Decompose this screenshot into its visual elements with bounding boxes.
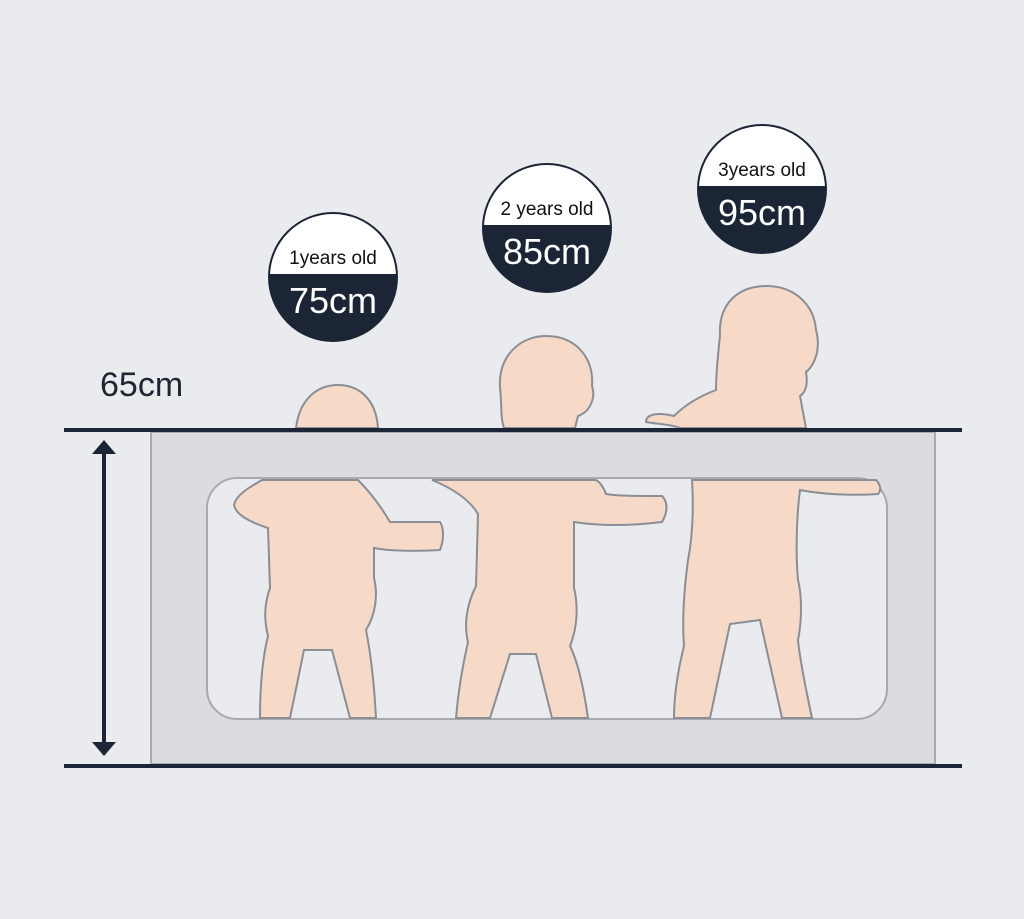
- rail-height-label: 65cm: [100, 366, 184, 404]
- child-3-head: [644, 284, 819, 429]
- child-2-figure: [431, 334, 668, 719]
- age-badge-1-age: 1years old: [270, 214, 396, 275]
- age-badge-3-height: 95cm: [717, 192, 807, 234]
- age-badge-1: 1years old 75cm: [268, 212, 398, 342]
- age-badge-2-height: 85cm: [502, 231, 592, 273]
- arrow-up-icon: [92, 440, 116, 454]
- age-badge-2: 2 years old 85cm: [482, 163, 612, 293]
- arrow-down-icon: [92, 742, 116, 756]
- height-arrow: [92, 440, 116, 756]
- child-2-head: [498, 334, 595, 429]
- child-3-figure: [644, 284, 882, 719]
- child-2-body: [431, 479, 668, 719]
- age-badge-2-age: 2 years old: [484, 165, 610, 226]
- child-1-body: [232, 479, 444, 719]
- age-badge-3-age: 3years old: [699, 126, 825, 187]
- child-3-body: [672, 479, 882, 719]
- age-badge-1-height: 75cm: [288, 280, 378, 322]
- child-1-figure: [232, 383, 444, 719]
- child-1-head: [294, 383, 380, 429]
- age-badge-3: 3years old 95cm: [697, 124, 827, 254]
